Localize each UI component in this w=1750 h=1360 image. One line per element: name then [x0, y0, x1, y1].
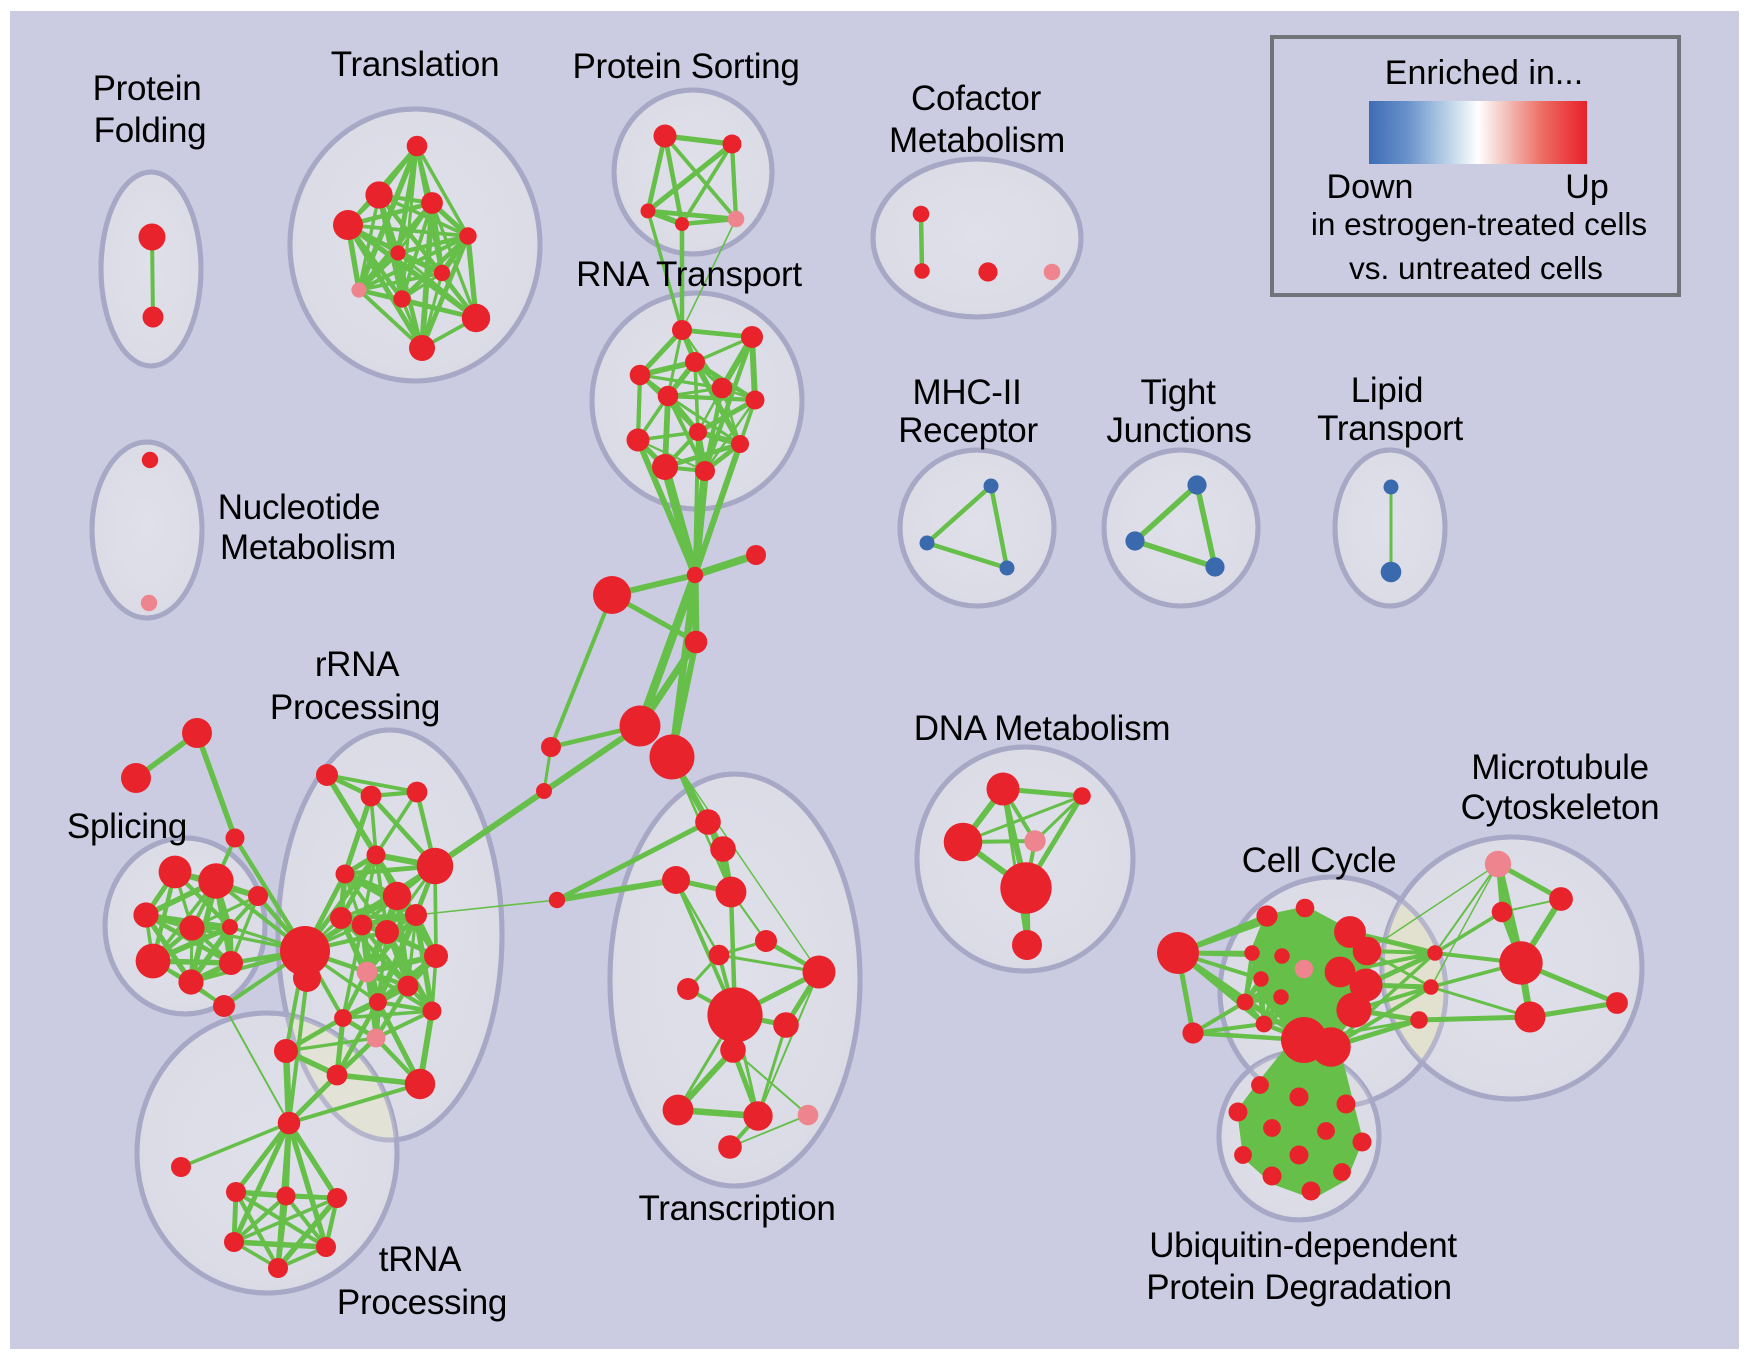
svg-text:Ubiquitin-dependent: Ubiquitin-dependent: [1149, 1226, 1457, 1265]
svg-text:Protein: Protein: [93, 69, 202, 108]
svg-text:Down: Down: [1327, 168, 1414, 206]
svg-text:tRNA: tRNA: [379, 1240, 462, 1279]
svg-text:Transcription: Transcription: [638, 1189, 835, 1228]
svg-text:Protein Degradation: Protein Degradation: [1146, 1268, 1452, 1307]
svg-text:Protein Sorting: Protein Sorting: [572, 47, 799, 86]
svg-text:Tight: Tight: [1140, 373, 1216, 412]
svg-text:Processing: Processing: [270, 688, 440, 727]
svg-text:Metabolism: Metabolism: [889, 121, 1065, 160]
svg-text:RNA Transport: RNA Transport: [576, 255, 802, 294]
svg-text:Microtubule: Microtubule: [1471, 748, 1649, 787]
svg-text:MHC-II: MHC-II: [912, 373, 1021, 412]
svg-text:Metabolism: Metabolism: [220, 528, 396, 567]
svg-text:Lipid: Lipid: [1351, 371, 1423, 410]
svg-text:in estrogen-treated cells: in estrogen-treated cells: [1311, 206, 1647, 242]
svg-text:Enriched in...: Enriched in...: [1385, 54, 1583, 92]
svg-text:Nucleotide: Nucleotide: [218, 488, 380, 527]
svg-text:vs. untreated cells: vs. untreated cells: [1349, 250, 1603, 286]
svg-text:Cell Cycle: Cell Cycle: [1242, 841, 1397, 880]
svg-text:Up: Up: [1565, 168, 1608, 206]
svg-text:Processing: Processing: [337, 1283, 507, 1322]
svg-text:Cofactor: Cofactor: [911, 79, 1042, 118]
svg-text:DNA Metabolism: DNA Metabolism: [914, 709, 1170, 748]
svg-text:rRNA: rRNA: [315, 645, 400, 684]
svg-text:Folding: Folding: [94, 111, 207, 150]
svg-text:Translation: Translation: [331, 45, 500, 84]
svg-text:Junctions: Junctions: [1106, 411, 1251, 450]
svg-text:Splicing: Splicing: [67, 807, 187, 846]
svg-text:Transport: Transport: [1317, 409, 1463, 448]
svg-text:Receptor: Receptor: [898, 411, 1038, 450]
svg-text:Cytoskeleton: Cytoskeleton: [1461, 788, 1660, 827]
